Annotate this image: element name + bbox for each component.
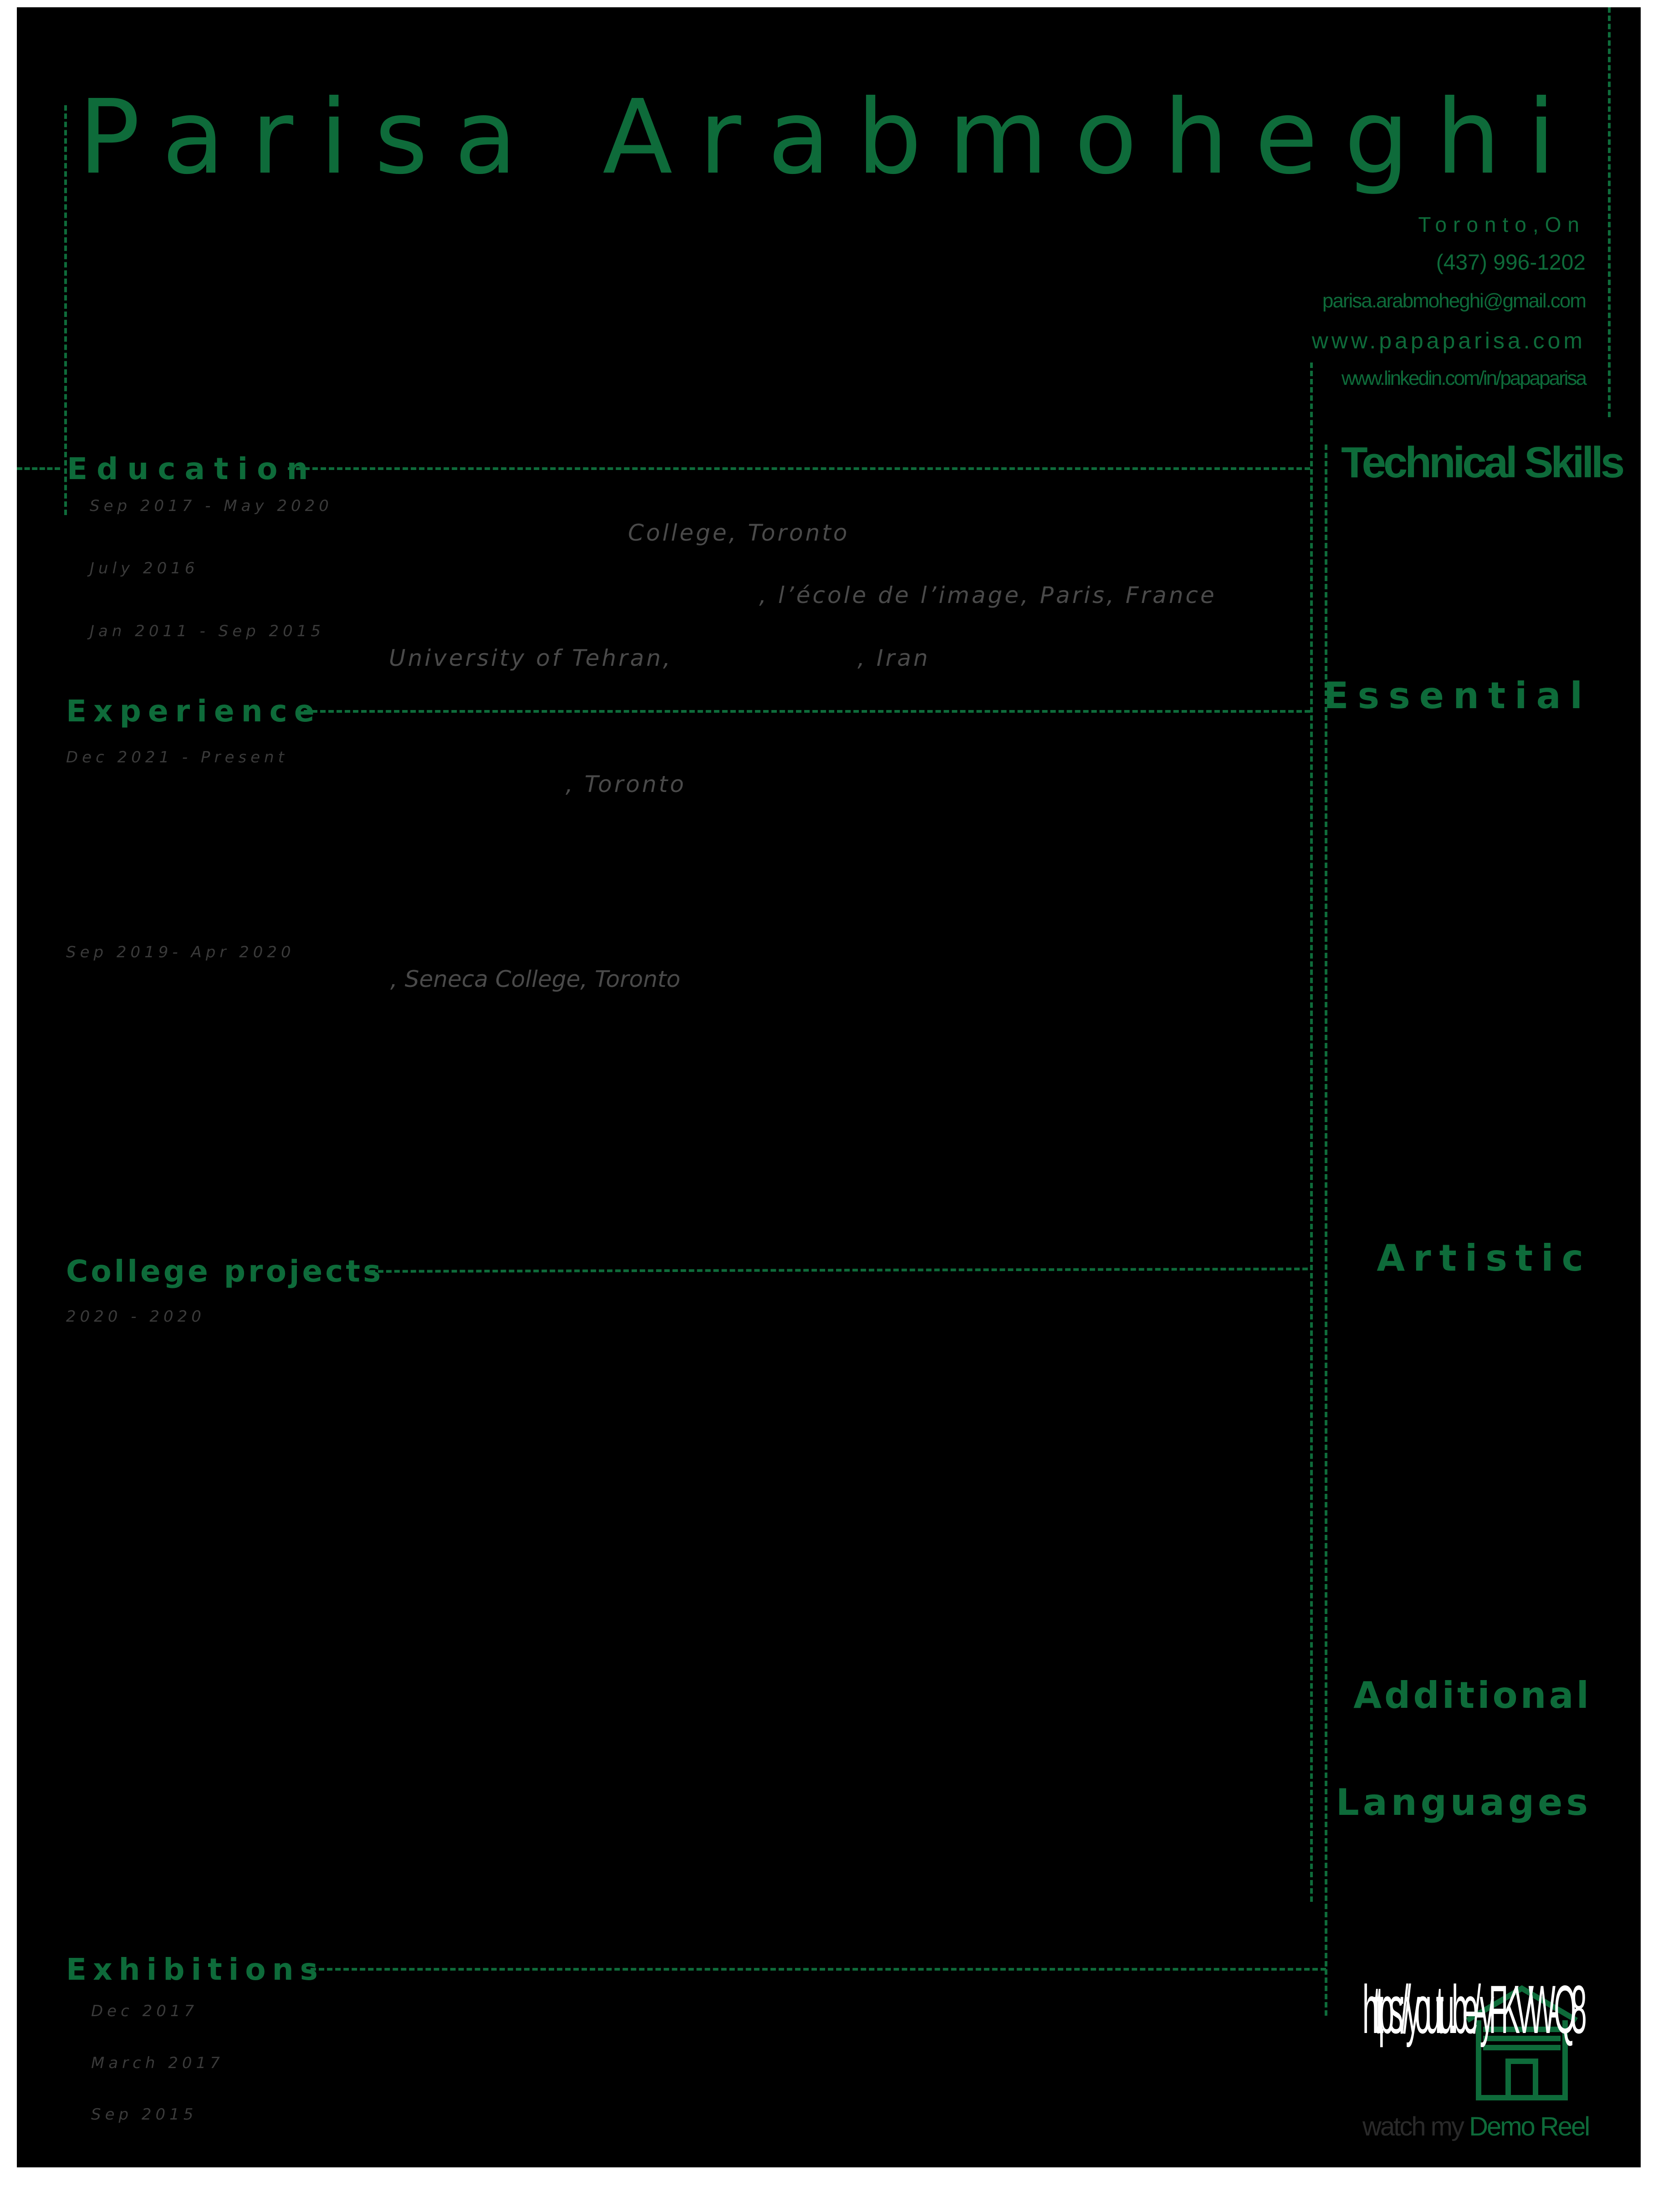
column-divider-line-inner bbox=[1325, 444, 1327, 2016]
demo-reel-caption-link[interactable]: Demo Reel bbox=[1469, 2112, 1590, 2141]
demo-reel-url[interactable]: https://youtu.be/-yFKVW-Q8 bbox=[1362, 1971, 1587, 2048]
additional-heading: Additional bbox=[1353, 1674, 1592, 1716]
column-divider-line bbox=[1310, 363, 1313, 1902]
experience-heading: Experience bbox=[66, 694, 321, 729]
experience-detail-2: , Seneca College, Toronto bbox=[390, 966, 681, 992]
linkedin-link[interactable]: www.linkedin.com/in/papaparisa bbox=[1341, 367, 1587, 389]
demo-reel-widget[interactable]: https://youtu.be/-yFKVW-Q8 watch my Demo… bbox=[1362, 1966, 1636, 2148]
exhibition-date-1: Dec 2017 bbox=[91, 2002, 199, 2020]
education-rule bbox=[288, 467, 1310, 470]
demo-reel-caption: watch my Demo Reel bbox=[1362, 2111, 1590, 2142]
technical-skills-heading: Technical Skills bbox=[1341, 438, 1625, 487]
exhibitions-rule bbox=[311, 1968, 1326, 1971]
education-rule-left bbox=[17, 467, 60, 470]
demo-reel-caption-prefix: watch my bbox=[1362, 2112, 1464, 2141]
languages-heading: Languages bbox=[1336, 1781, 1592, 1824]
experience-rule bbox=[304, 710, 1310, 713]
experience-detail-1: , Toronto bbox=[566, 771, 686, 797]
essential-heading: Essential bbox=[1323, 674, 1592, 717]
exhibition-date-3: Sep 2015 bbox=[91, 2105, 198, 2124]
resume-page: Parisa Arabmoheghi Toronto,On (437) 996-… bbox=[17, 7, 1641, 2167]
candidate-name: Parisa Arabmoheghi bbox=[78, 78, 1582, 197]
exhibition-date-2: March 2017 bbox=[91, 2054, 224, 2072]
education-heading: Education bbox=[67, 451, 317, 486]
education-date-1: Sep 2017 - May 2020 bbox=[90, 497, 333, 515]
education-detail-2: , l’école de l’image, Paris, France bbox=[759, 582, 1217, 608]
website-link[interactable]: www.papaparisa.com bbox=[1311, 328, 1586, 353]
exhibitions-heading: Exhibitions bbox=[66, 1952, 324, 1987]
email-link[interactable]: parisa.arabmoheghi@gmail.com bbox=[1322, 290, 1587, 312]
phone-number[interactable]: (437) 996-1202 bbox=[1436, 250, 1586, 275]
artistic-heading: Artistic bbox=[1377, 1237, 1592, 1279]
education-date-2: July 2016 bbox=[90, 559, 199, 577]
education-detail-3a: University of Tehran, bbox=[389, 645, 673, 671]
qr-house-icon bbox=[1465, 1985, 1578, 2100]
experience-date-2: Sep 2019- Apr 2020 bbox=[66, 943, 295, 961]
education-date-3: Jan 2011 - Sep 2015 bbox=[90, 622, 325, 640]
location: Toronto,On bbox=[1418, 213, 1586, 236]
projects-rule bbox=[369, 1267, 1308, 1273]
right-frame-line bbox=[1608, 7, 1611, 417]
education-detail-3b: , Iran bbox=[857, 645, 930, 671]
projects-date-1: 2020 - 2020 bbox=[66, 1308, 205, 1326]
experience-date-1: Dec 2021 - Present bbox=[66, 748, 288, 766]
projects-heading: College projects bbox=[66, 1254, 384, 1289]
education-detail-1: College, Toronto bbox=[628, 520, 850, 546]
left-frame-line bbox=[64, 105, 67, 515]
